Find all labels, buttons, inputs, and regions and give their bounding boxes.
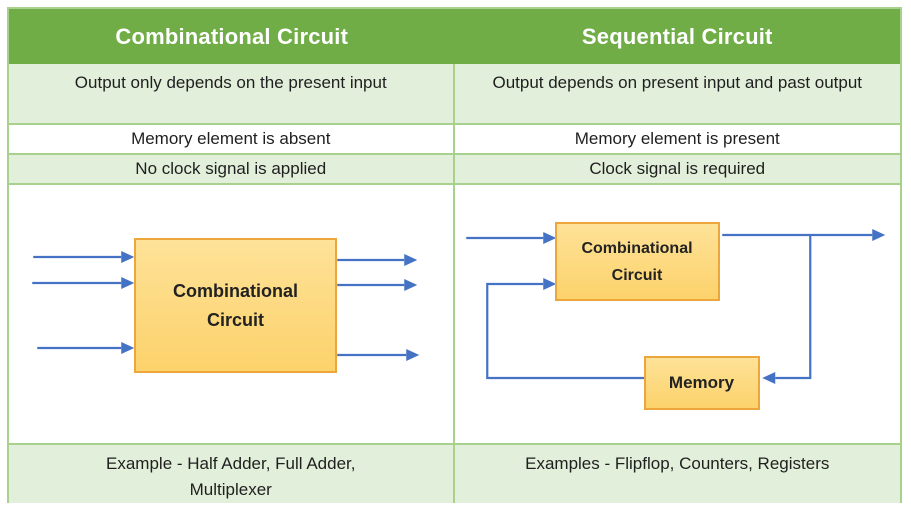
seq-feedback-arrowhead	[542, 278, 556, 290]
cell-combinational-example: Example - Half Adder, Full Adder, Multip…	[9, 445, 455, 503]
memory-box: Memory	[643, 356, 760, 410]
header-combinational-circuit: Combinational Circuit	[115, 23, 349, 49]
cell-combinational-dependency: Output only depends on the present input	[9, 64, 455, 125]
seq-feedback-path	[485, 282, 645, 380]
cell-sequential-memory: Memory element is present	[454, 125, 900, 155]
seq-comb-box-label-line2: Circuit	[611, 266, 663, 284]
sequential-combinational-box: Combinational Circuit	[554, 222, 720, 301]
memory-box-label: Memory	[668, 373, 735, 392]
cell-sequential-example: Examples - Flipflop, Counters, Registers	[454, 445, 900, 503]
input-arrowhead-3	[121, 342, 135, 354]
seq-branch-to-memory	[774, 235, 811, 380]
sequential-diagram-arrows	[465, 229, 885, 384]
comparison-table: Combinational Circuit Sequential Circuit…	[7, 7, 902, 503]
header-sequential-circuit: Sequential Circuit	[581, 23, 773, 49]
output-arrowhead-1	[404, 254, 418, 266]
seq-comb-box-label-line1: Combinational	[581, 239, 693, 257]
cell-sequential-clock: Clock signal is required	[454, 155, 900, 185]
combinational-circuit-diagram: Combinational Circuit	[9, 185, 455, 445]
combinational-diagram-arrows	[32, 251, 420, 361]
combinational-box-label-line2: Circuit	[206, 309, 264, 330]
seq-memory-arrowhead	[761, 372, 775, 384]
cell-sequential-dependency: Output depends on present input and past…	[454, 64, 900, 125]
cell-combinational-clock: No clock signal is applied	[9, 155, 455, 185]
combinational-box-label-line1: Combinational	[173, 280, 298, 301]
output-arrowhead-2	[404, 279, 418, 291]
input-arrowhead-1	[121, 251, 135, 263]
cell-combinational-memory: Memory element is absent	[9, 125, 455, 155]
seq-input-arrowhead	[542, 232, 556, 244]
sequential-circuit-diagram: Combinational Circuit Memory	[454, 185, 900, 445]
seq-output-arrowhead	[871, 229, 885, 241]
table-header-row: Combinational Circuit Sequential Circuit	[9, 9, 900, 64]
combinational-circuit-box: Combinational Circuit	[134, 238, 337, 373]
input-arrowhead-2	[121, 277, 135, 289]
output-arrowhead-3	[406, 349, 420, 361]
